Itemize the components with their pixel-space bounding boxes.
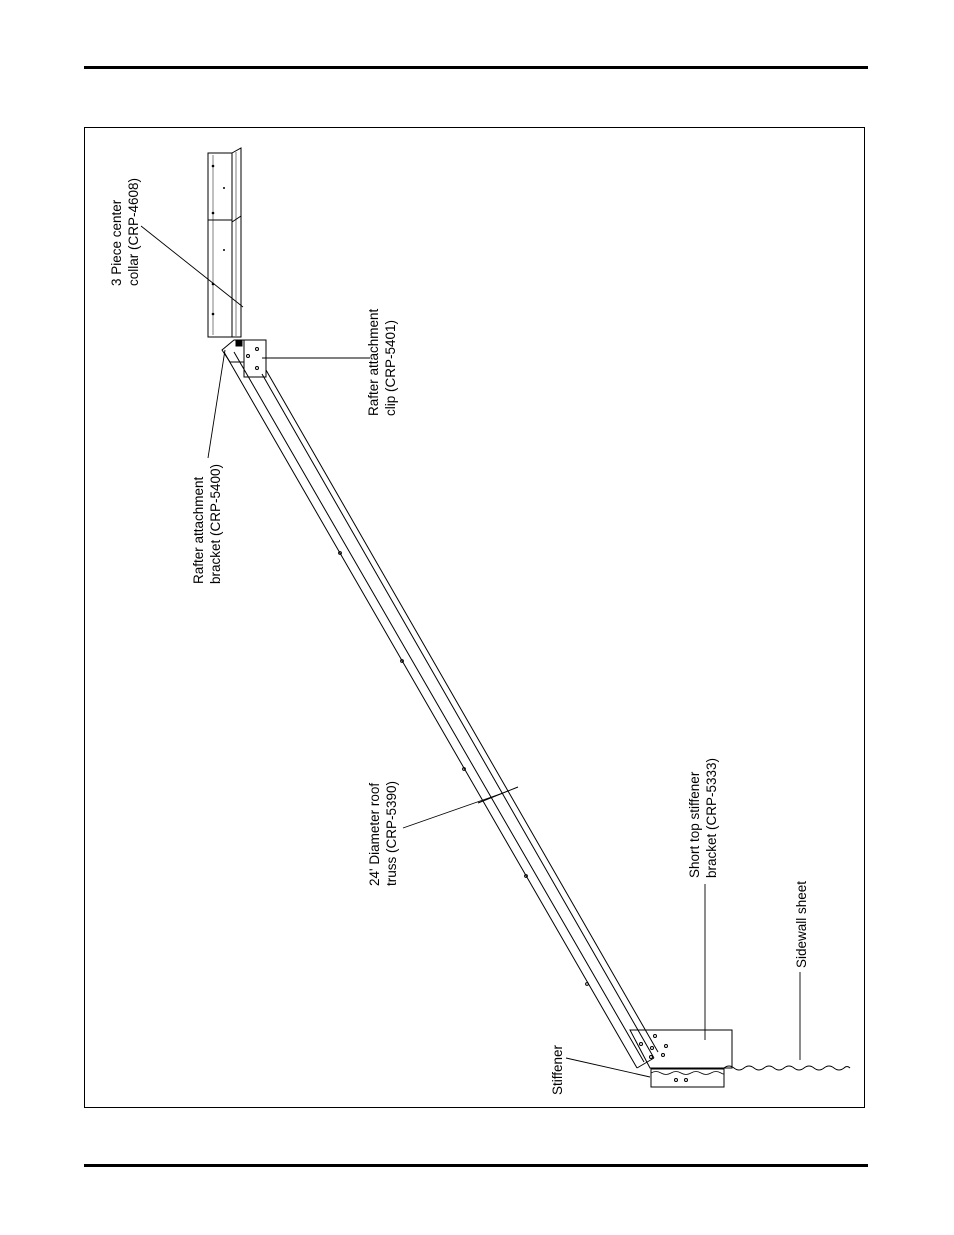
attachment-clip-label-line1: Rafter attachment <box>365 309 382 416</box>
stiffener-label-line1: Stiffener <box>549 1045 566 1095</box>
collar-bolt-holes <box>212 165 225 316</box>
sidewall-sheet-label-line1: Sidewall sheet <box>793 881 810 968</box>
stiffener-bracket <box>630 1030 732 1068</box>
sidewall-sheet <box>724 1066 850 1070</box>
attachment-bracket-label: Rafter attachment bracket (CRP-5400) <box>190 464 224 584</box>
attachment-bracket <box>222 340 244 362</box>
stiffener-part <box>651 1069 724 1087</box>
stiffener-bracket-label: Short top stiffener bracket (CRP-5333) <box>686 758 720 878</box>
sidewall-sheet-label: Sidewall sheet <box>793 881 810 968</box>
center-collar <box>208 148 241 337</box>
center-collar-label-line2: collar (CRP-4608) <box>125 178 142 286</box>
truss-body <box>224 352 658 1068</box>
attachment-clip <box>244 340 266 377</box>
roof-truss-label-line2: truss (CRP-5390) <box>383 781 400 886</box>
center-collar-label-line1: 3 Piece center <box>108 178 125 286</box>
stiffener-bracket-label-line2: bracket (CRP-5333) <box>703 758 720 878</box>
attachment-bracket-label-line2: bracket (CRP-5400) <box>207 464 224 584</box>
roof-truss-label-line1: 24' Diameter roof <box>366 781 383 886</box>
stiffener-label: Stiffener <box>549 1045 566 1095</box>
roof-truss-label: 24' Diameter roof truss (CRP-5390) <box>366 781 400 886</box>
attachment-clip-label-line2: clip (CRP-5401) <box>382 309 399 416</box>
leader-lines <box>141 226 800 1077</box>
attachment-bracket-label-line1: Rafter attachment <box>190 464 207 584</box>
attachment-clip-label: Rafter attachment clip (CRP-5401) <box>365 309 399 416</box>
center-collar-label: 3 Piece center collar (CRP-4608) <box>108 178 142 286</box>
truss-holes <box>339 552 589 986</box>
stiffener-bracket-label-line1: Short top stiffener <box>686 758 703 878</box>
